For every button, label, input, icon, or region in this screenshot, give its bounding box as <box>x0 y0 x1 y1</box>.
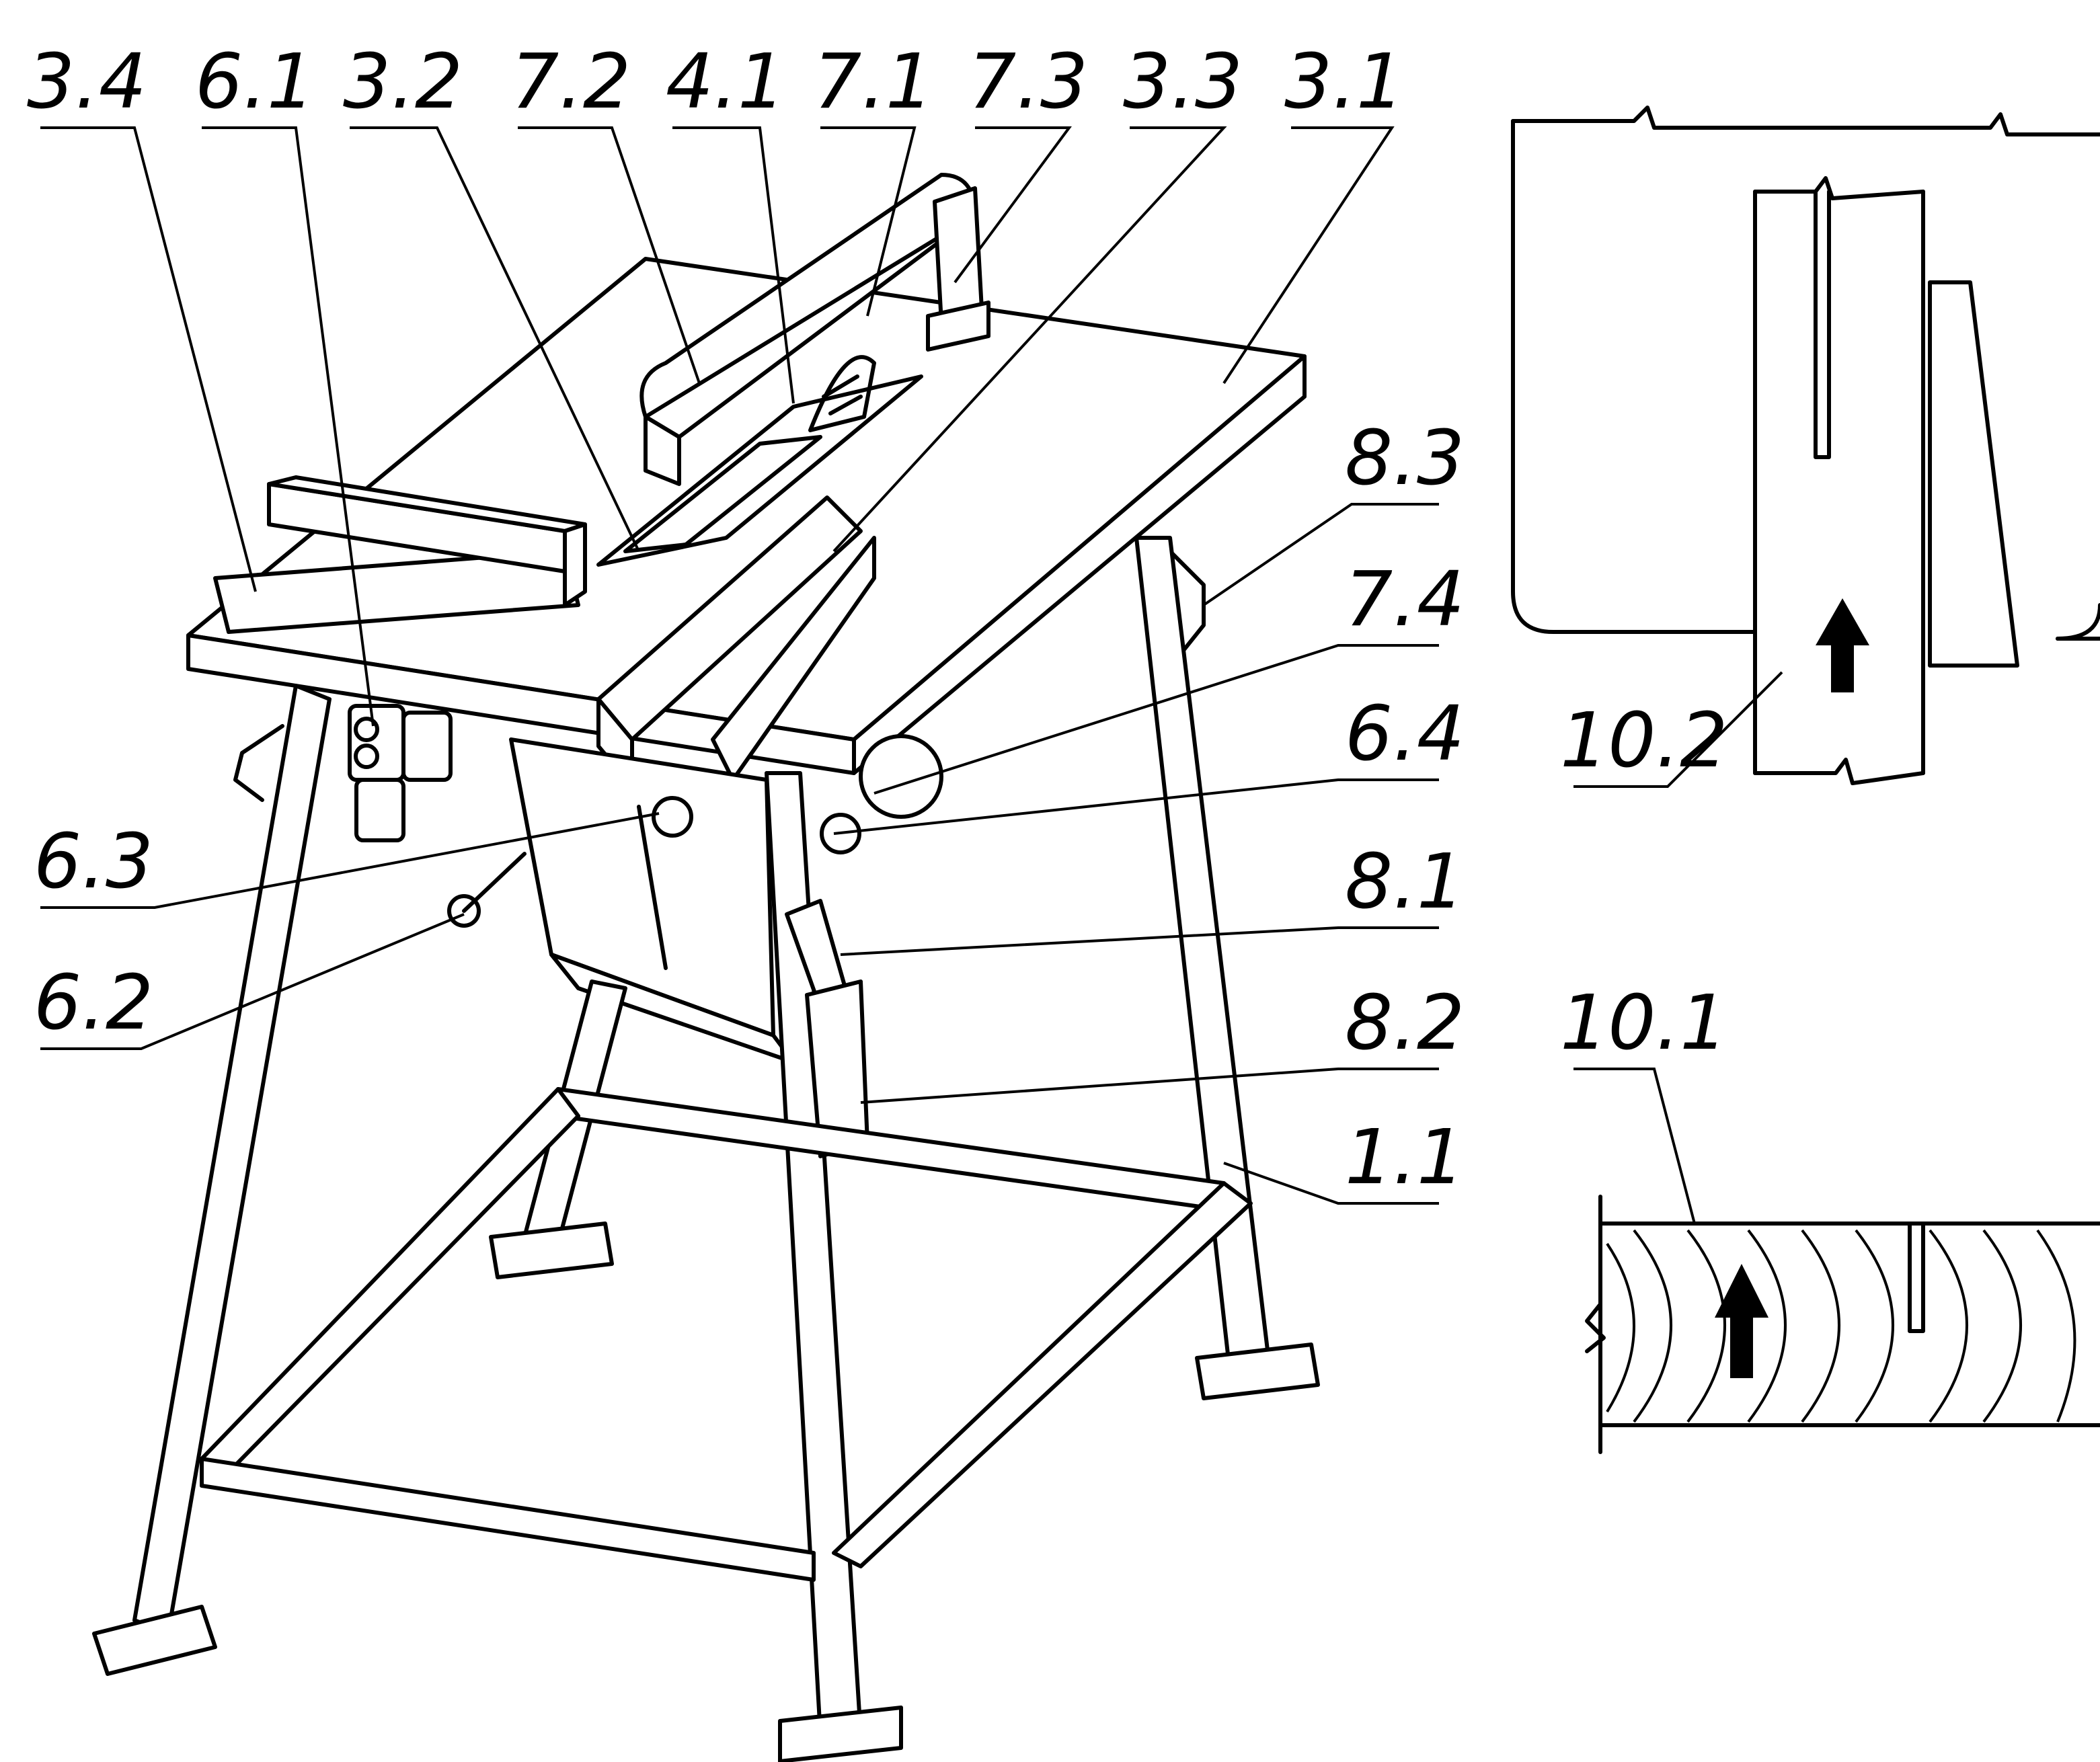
label-7-3: 7.3 <box>968 38 1088 126</box>
label-7-2: 7.2 <box>511 38 631 126</box>
leader-lines <box>40 126 1783 1224</box>
label-8-2: 8.2 <box>1345 979 1465 1067</box>
label-3-2: 3.2 <box>343 38 463 126</box>
label-1-1: 1.1 <box>1345 1114 1465 1201</box>
label-3-4: 3.4 <box>27 38 147 126</box>
label-6-3: 6.3 <box>34 818 153 906</box>
front-left-leg <box>92 684 332 1676</box>
blade-guard <box>639 173 990 486</box>
detail-10-1 <box>1585 1195 2100 1454</box>
motor-housing <box>509 737 795 1064</box>
adjust-knobs <box>447 734 943 928</box>
label-3-3: 3.3 <box>1123 38 1243 126</box>
label-7-4: 7.4 <box>1345 556 1465 643</box>
label-10-1: 10.1 <box>1560 979 1727 1067</box>
label-6-2: 6.2 <box>34 959 153 1047</box>
label-4-1: 4.1 <box>666 38 785 126</box>
front-right-leg <box>765 771 903 1762</box>
label-3-1: 3.1 <box>1284 38 1404 126</box>
mitre-fence <box>213 475 587 634</box>
label-8-3: 8.3 <box>1345 415 1465 502</box>
stretcher-frame <box>200 1087 1253 1582</box>
label-6-1: 6.1 <box>195 38 315 126</box>
saw-blade <box>808 355 876 432</box>
label-7-1: 7.1 <box>814 38 933 126</box>
switch-box <box>348 704 453 842</box>
label-6-4: 6.4 <box>1345 690 1465 778</box>
saw-table-drawing <box>92 173 1320 1762</box>
labels: 3.4 6.1 3.2 7.2 4.1 7.1 7.3 3.3 3.1 8.3 … <box>27 38 1727 1201</box>
label-10-2: 10.2 <box>1560 697 1727 785</box>
label-8-1: 8.1 <box>1345 838 1465 926</box>
detail-10-2 <box>1511 106 2100 785</box>
